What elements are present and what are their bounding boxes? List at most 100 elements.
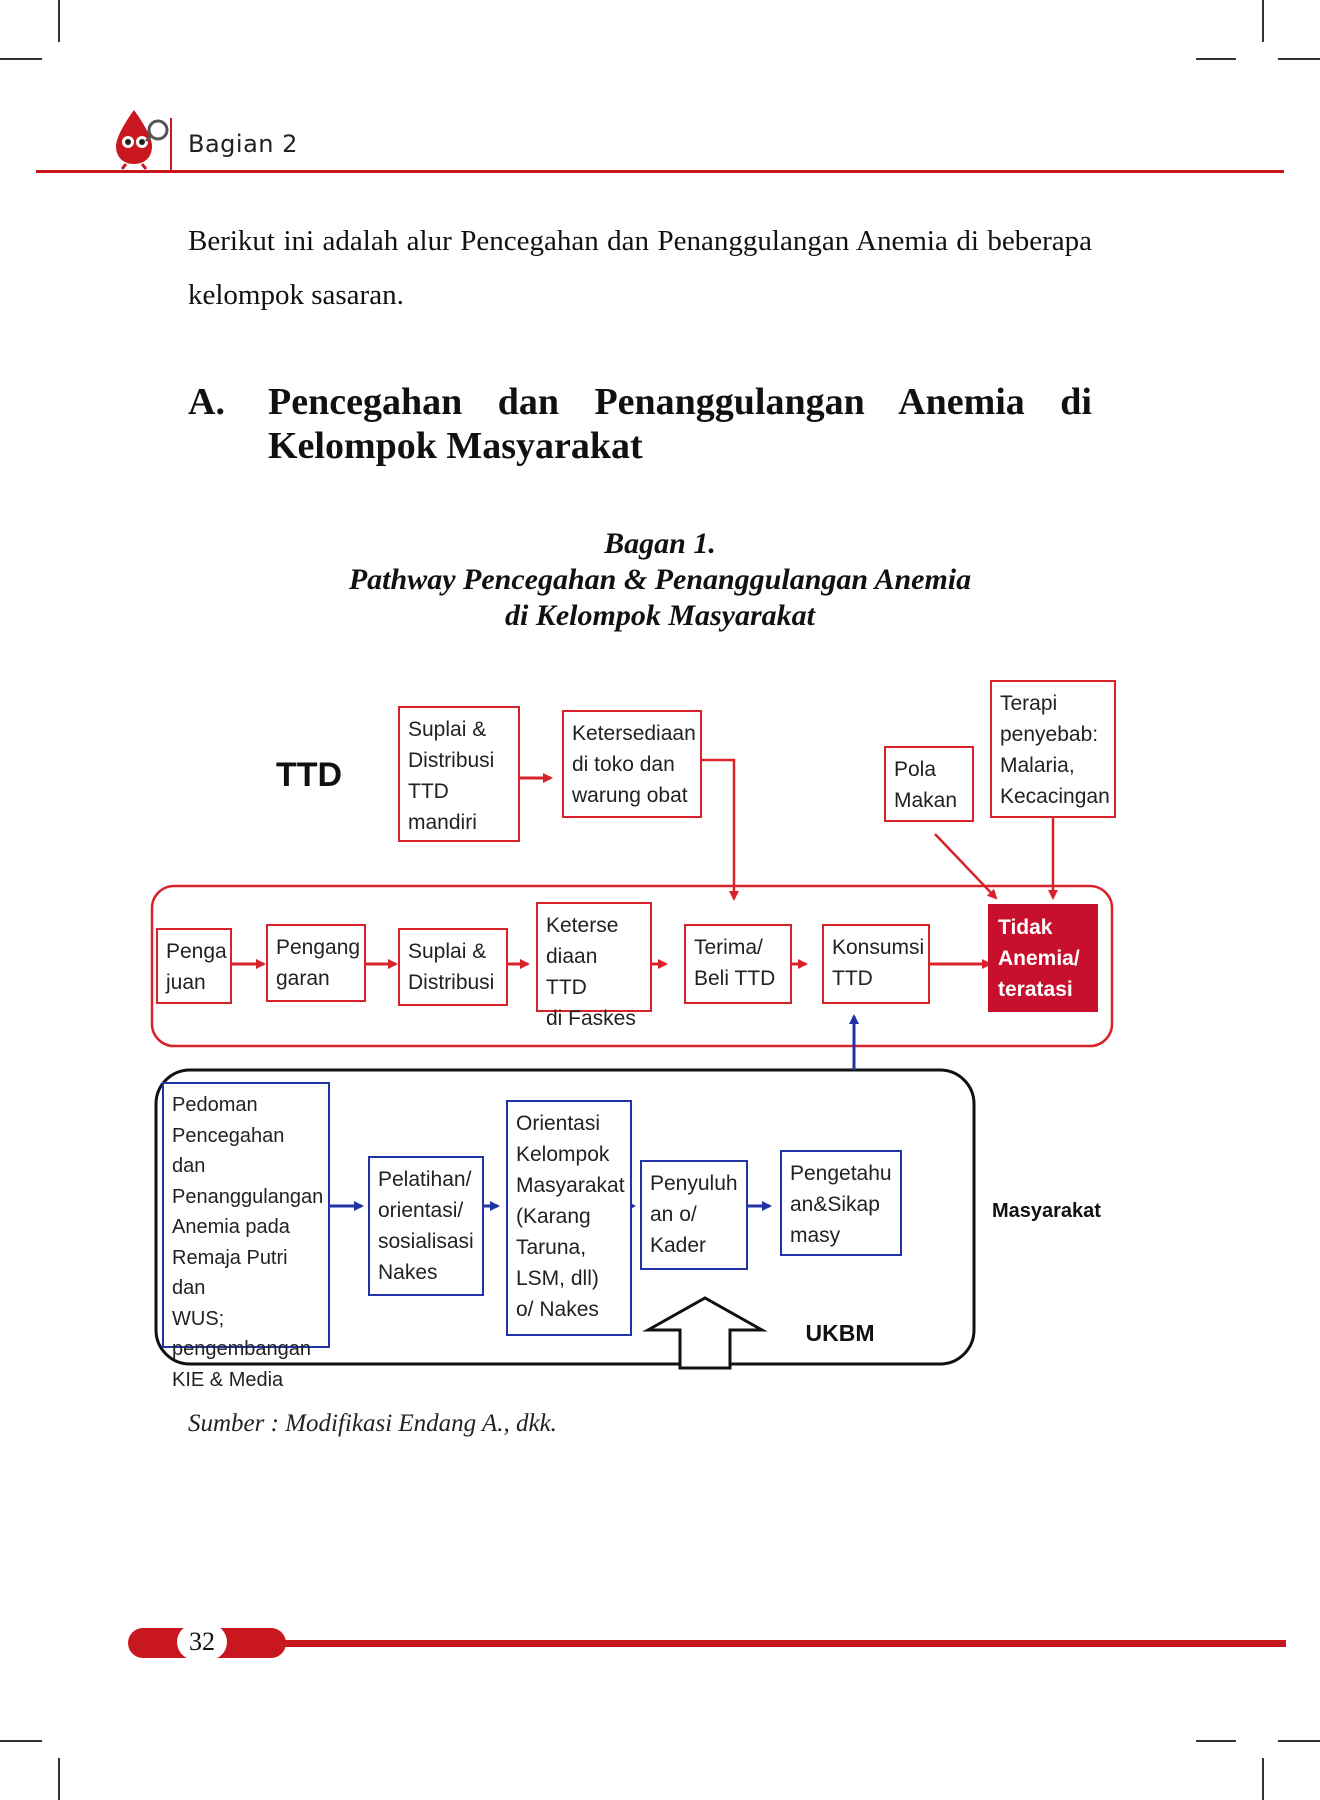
box-suplai-mandiri: Suplai & Distribusi TTD mandiri: [398, 706, 520, 842]
box-line: Penga: [166, 940, 227, 963]
box-line: penyebab:: [1000, 723, 1099, 746]
box-line: pengembangan: [172, 1338, 312, 1360]
crop-mark: [0, 58, 42, 60]
crop-mark: [1196, 1740, 1236, 1742]
box-line: Ketersediaan: [572, 722, 696, 745]
box-orientasi-kelompok: Orientasi Kelompok Masyarakat (Karang Ta…: [506, 1100, 632, 1336]
pathway-diagram: TTD Suplai & Distribusi TTD mandiri Kete…: [140, 666, 1120, 1391]
crop-mark: [1278, 1740, 1320, 1742]
box-line: Suplai &: [408, 940, 487, 963]
box-line: Masyarakat: [516, 1174, 625, 1197]
figure-caption-title: Pathway Pencegahan & Penanggulangan Anem…: [348, 563, 972, 596]
box-line: Kelompok: [516, 1143, 610, 1166]
box-line: o/ Nakes: [516, 1298, 599, 1321]
box-line: Tidak: [998, 916, 1053, 939]
ttd-pathway-frame: [150, 884, 1114, 1048]
box-pengadaan: Pengang garan: [266, 924, 366, 1002]
crop-mark: [58, 0, 60, 42]
box-line: Pengetahu: [790, 1162, 892, 1185]
box-ketersediaan-toko: Ketersediaan di toko dan warung obat: [562, 710, 702, 818]
box-line: mandiri: [408, 811, 477, 834]
box-line: Distribusi: [408, 749, 495, 772]
box-line: teratasi: [998, 978, 1073, 1001]
section-label: Bagian 2: [188, 130, 298, 158]
box-line: garan: [276, 967, 330, 990]
box-pengajuan: Penga juan: [156, 928, 232, 1004]
ttd-label: TTD: [276, 756, 343, 794]
box-line: TTD: [408, 780, 449, 803]
box-line: Kader: [650, 1234, 707, 1257]
masyarakat-label: Masyarakat: [992, 1200, 1101, 1222]
box-pelatihan: Pelatihan/ orientasi/ sosialisasi Nakes: [368, 1156, 484, 1296]
header-separator: [170, 118, 172, 170]
box-line: juan: [166, 971, 206, 994]
box-suplai-distribusi: Suplai & Distribusi: [398, 928, 508, 1006]
box-line: Suplai &: [408, 718, 487, 741]
box-line: Pengang: [276, 936, 361, 959]
box-line: di Faskes: [546, 1007, 636, 1030]
diagram-connectors: [150, 758, 1114, 1370]
page-number: 32: [177, 1624, 227, 1660]
blood-drop-mascot-logo: [112, 108, 172, 170]
box-konsumsi: Konsumsi TTD: [822, 924, 930, 1004]
header-rule: [36, 170, 1284, 173]
box-line: Kecacingan: [1000, 785, 1110, 808]
intro-paragraph: Berikut ini adalah alur Pencegahan dan P…: [188, 225, 1092, 311]
box-line: warung obat: [572, 784, 688, 807]
arrow-pola-to-outcome: [934, 833, 998, 900]
box-penyuluhan: Penyuluh an o/ Kader: [640, 1160, 748, 1270]
box-line: Beli TTD: [694, 967, 776, 990]
figure-caption-subtitle: di Kelompok Masyarakat: [504, 599, 815, 632]
ukbm-label: UKBM: [805, 1320, 875, 1346]
box-line: Anemia/: [998, 947, 1080, 970]
box-line: Pedoman: [172, 1094, 258, 1116]
box-line: an&Sikap: [790, 1193, 880, 1216]
box-pola-makan: Pola Makan: [884, 746, 974, 822]
box-line: (Karang: [516, 1205, 591, 1228]
box-terapi: Terapi penyebab: Malaria, Kecacingan: [990, 680, 1116, 818]
box-line: Penanggulangan: [172, 1185, 324, 1208]
box-line: di toko dan: [572, 753, 675, 776]
box-ketersediaan-faskes: Keterse diaan TTD di Faskes: [536, 902, 652, 1030]
box-line: diaan TTD: [546, 945, 598, 999]
box-line: Malaria,: [1000, 754, 1075, 777]
box-terima-beli: Terima/ Beli TTD: [684, 924, 792, 1004]
box-line: Terapi: [1000, 692, 1058, 715]
box-outcome-tidak-anemia: Tidak Anemia/ teratasi: [988, 904, 1098, 1012]
arrow-toko-to-terima: [702, 758, 739, 901]
box-line: Remaja Putri dan: [172, 1246, 288, 1300]
crop-mark: [1262, 0, 1264, 42]
figure-caption-number: Bagan 1.: [604, 527, 716, 560]
crop-mark: [58, 1758, 60, 1800]
box-line: Nakes: [378, 1261, 438, 1284]
box-line: WUS;: [172, 1307, 225, 1330]
box-line: Keterse: [546, 914, 619, 937]
box-pengetahuan: Pengetahu an&Sikap masy: [780, 1150, 902, 1256]
community-frame: [154, 1068, 976, 1366]
box-line: an o/: [650, 1203, 697, 1226]
box-line: Terima/: [694, 936, 763, 959]
source-note: Sumber : Modifikasi Endang A., dkk.: [188, 1410, 557, 1437]
box-line: masy: [790, 1224, 841, 1247]
box-pedoman: Pedoman Pencegahan dan Penanggulangan An…: [162, 1082, 330, 1391]
box-line: sosialisasi: [378, 1230, 474, 1253]
crop-mark: [0, 1740, 42, 1742]
crop-mark: [1278, 58, 1320, 60]
box-line: Anemia pada: [172, 1216, 290, 1238]
box-line: TTD: [832, 967, 873, 990]
crop-mark: [1196, 58, 1236, 60]
box-line: Orientasi: [516, 1112, 601, 1135]
box-line: KIE & Media: [172, 1368, 284, 1391]
box-line: LSM, dll): [516, 1267, 599, 1290]
box-line: Penyuluh: [650, 1172, 738, 1195]
footer-rule: [270, 1640, 1286, 1647]
box-line: Distribusi: [408, 971, 495, 994]
box-line: orientasi/: [378, 1199, 464, 1222]
box-line: Konsumsi: [832, 936, 925, 959]
crop-mark: [1262, 1758, 1264, 1800]
box-line: Pelatihan/: [378, 1168, 472, 1191]
box-line: Taruna,: [516, 1236, 587, 1259]
ukbm-arrow: [642, 1296, 768, 1370]
box-line: Makan: [894, 789, 958, 812]
box-line: Pencegahan dan: [172, 1124, 285, 1178]
